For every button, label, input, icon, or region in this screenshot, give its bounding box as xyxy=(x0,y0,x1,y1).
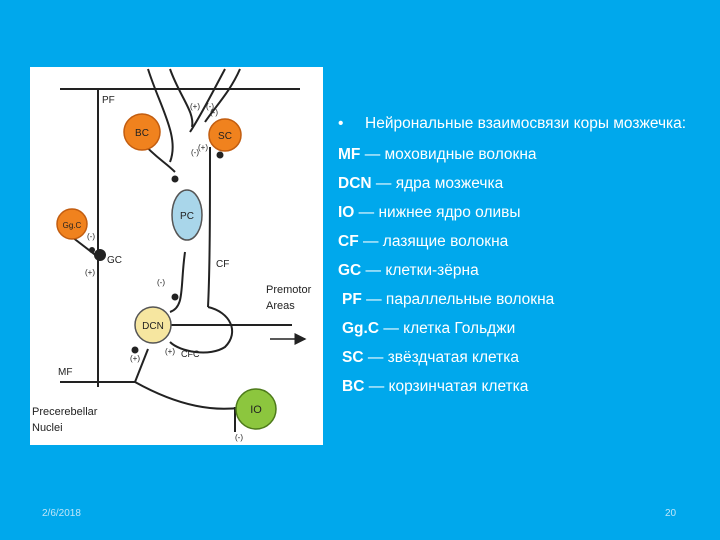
sign-ggc-minus: (-) xyxy=(87,232,95,241)
diagram-svg: BC SC PC Gg.C DCN IO PF xyxy=(32,68,312,442)
gc-synapse xyxy=(94,249,106,261)
mf-label: MF xyxy=(58,367,72,378)
legend-row: DCN — ядра мозжечка xyxy=(338,169,708,198)
footer-page-number: 20 xyxy=(665,508,677,519)
premotor-label-line2: Areas xyxy=(266,300,295,312)
legend-desc: — нижнее ядро оливы xyxy=(354,204,521,221)
heading-text: Нейрональные взаимосвязи коры мозжечка: xyxy=(365,115,687,132)
legend-desc: — параллельные волокна xyxy=(361,291,555,308)
cfc-label: CFC xyxy=(181,349,200,359)
fiber-3 xyxy=(189,68,226,133)
sign-io-minus: (-) xyxy=(235,433,243,442)
ggc-synapse xyxy=(89,247,95,253)
dcn-cell xyxy=(134,306,172,344)
io-link xyxy=(134,381,246,410)
ggc-label: Gg.C xyxy=(63,221,82,230)
legend-desc: — ядра мозжечка xyxy=(371,175,504,192)
legend-desc: — моховидные волокна xyxy=(360,146,537,163)
sign-pc-plus: (+) xyxy=(198,143,208,152)
sign-gc-plus: (+) xyxy=(85,268,95,277)
footer-date: 2/6/2018 xyxy=(42,508,81,519)
bullet-marker: • xyxy=(338,115,344,132)
legend-abbr: BC xyxy=(342,378,365,395)
pc-axon xyxy=(169,251,186,313)
cfc-loop xyxy=(169,306,234,354)
precerebellar-label-line2: Nuclei xyxy=(32,422,63,434)
bc-cell xyxy=(123,113,161,151)
sign-bc-minus: (-) xyxy=(206,102,214,111)
premotor-label-line1: Premotor xyxy=(266,284,312,296)
ggc-link xyxy=(71,236,99,258)
legend-desc: — клетки-зёрна xyxy=(361,262,479,279)
legend-row: PF — параллельные волокна xyxy=(338,285,708,314)
legend-row: MF — моховидные волокна xyxy=(338,140,708,169)
gc-label: GC xyxy=(107,255,122,266)
pf-label: PF xyxy=(102,95,115,106)
io-cell xyxy=(235,388,277,430)
sign-mf-plus: (+) xyxy=(130,354,140,363)
legend-abbr: SC xyxy=(342,349,364,366)
dcn-label: DCN xyxy=(142,321,164,332)
pc-synapse xyxy=(171,293,179,301)
fiber-4 xyxy=(204,68,241,123)
sign-pcaxon-minus: (-) xyxy=(157,278,165,287)
legend-abbr: GC xyxy=(338,262,362,279)
legend-desc: — клетка Гольджи xyxy=(379,320,516,337)
legend-abbr: CF xyxy=(338,233,359,250)
fiber-1 xyxy=(147,68,174,163)
cf-label: CF xyxy=(216,259,229,270)
sign-dcn-plus: (+) xyxy=(165,347,175,356)
legend-row: GC — клетки-зёрна xyxy=(338,256,708,285)
ggc-cell xyxy=(56,208,88,240)
mf-synapse xyxy=(131,346,139,354)
fiber-2 xyxy=(169,68,194,128)
heading-row: • Нейрональные взаимосвязи коры мозжечка… xyxy=(338,114,708,134)
legend-desc: — звёздчатая клетка xyxy=(363,349,519,366)
sc-cell xyxy=(208,118,242,152)
sc-synapse xyxy=(216,151,224,159)
legend-row: BC — корзинчатая клетка xyxy=(338,372,708,401)
sign-sc-minus: (-) xyxy=(210,108,218,117)
bc-label: BC xyxy=(135,128,149,139)
sign-pc-minus: (-) xyxy=(191,148,199,157)
precerebellar-label-line1: Precerebellar xyxy=(32,406,98,418)
legend-row: Gg.C — клетка Гольджи xyxy=(338,314,708,343)
cf-line xyxy=(207,146,211,308)
legend-abbr: Gg.C xyxy=(342,320,380,337)
legend-row: IO — нижнее ядро оливы xyxy=(338,198,708,227)
legend-row: SC — звёздчатая клетка xyxy=(338,343,708,372)
pc-label: PC xyxy=(180,211,194,222)
legend-abbr: DCN xyxy=(338,175,372,192)
legend-desc: — корзинчатая клетка xyxy=(364,378,529,395)
bc-synapse xyxy=(171,175,179,183)
legend-desc: — лазящие волокна xyxy=(358,233,509,250)
legend-abbr: PF xyxy=(342,291,362,308)
legend-text-block: • Нейрональные взаимосвязи коры мозжечка… xyxy=(338,114,708,401)
mf-to-dcn xyxy=(134,348,149,383)
cerebellum-circuit-diagram: BC SC PC Gg.C DCN IO PF xyxy=(30,67,323,445)
sign-bc-plus: (+) xyxy=(190,102,200,111)
legend-abbr: IO xyxy=(338,204,355,221)
legend-abbr: MF xyxy=(338,146,361,163)
legend-row: CF — лазящие волокна xyxy=(338,227,708,256)
io-label: IO xyxy=(250,404,262,416)
sc-label: SC xyxy=(218,131,232,142)
pc-cell xyxy=(171,189,203,241)
